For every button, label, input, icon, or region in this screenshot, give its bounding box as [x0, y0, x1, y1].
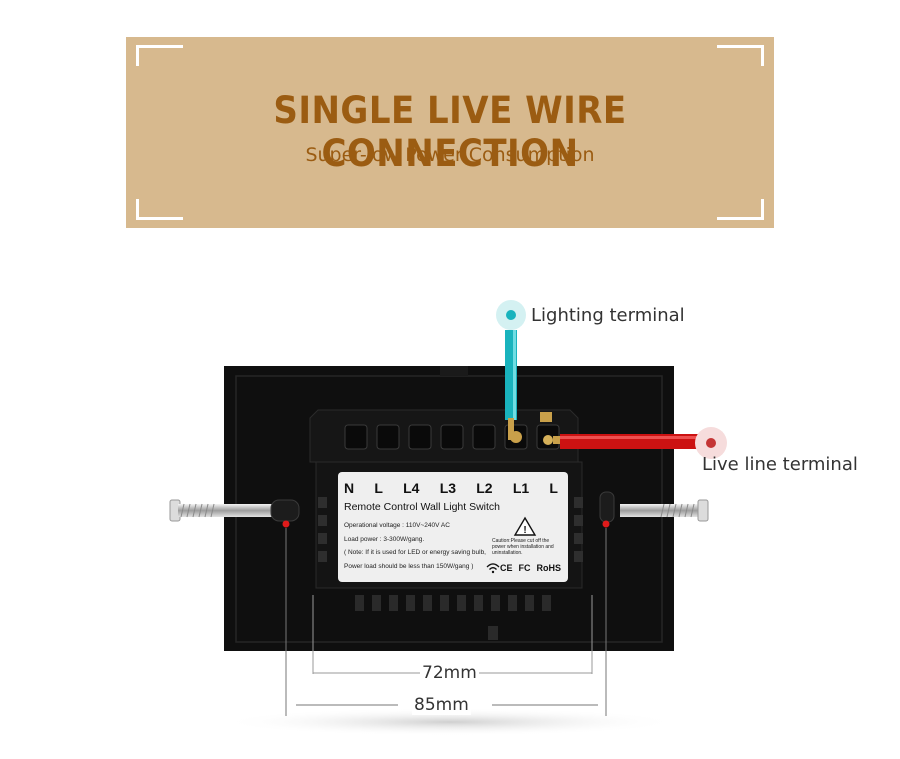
terminal-label-l-live: L — [549, 480, 558, 496]
warning-icon — [513, 516, 537, 536]
terminal-label-l4: L4 — [403, 480, 420, 496]
terminal-label-l2: L2 — [476, 480, 493, 496]
terminal-label-l: L — [374, 480, 383, 496]
plate-certifications: CE FC RoHS — [486, 563, 561, 573]
cert-rohs: RoHS — [536, 563, 562, 573]
corner-bracket-bottom-right — [717, 199, 764, 220]
terminal-label-l1: L1 — [512, 480, 530, 496]
spec-label-plate — [338, 472, 568, 582]
dimension-85mm — [285, 528, 607, 716]
right-screw-slot — [599, 491, 615, 523]
screw-terminals — [344, 424, 560, 450]
left-screw-slot — [270, 499, 300, 522]
corner-bracket-top-right — [717, 45, 764, 66]
plate-note-line2: Power load should be less than 150W/gang… — [344, 563, 474, 570]
live-wire — [553, 434, 710, 449]
wifi-icon-dot — [491, 570, 495, 574]
terminal-flag — [540, 412, 552, 422]
cert-fc: FC — [518, 563, 531, 573]
plate-bottom-notch — [488, 626, 498, 640]
terminal-labels: N L L4 L3 L2 L1 L — [344, 480, 558, 496]
left-hole-marker — [282, 520, 290, 528]
lighting-terminal-dot — [506, 310, 516, 320]
live-line-terminal-label: Live line terminal — [702, 454, 858, 475]
dimension-outer-label: 85mm — [412, 695, 471, 715]
plate-load-power: Load power : 3-300W/gang. — [344, 536, 425, 543]
header-banner: SINGLE LIVE WIRE CONNECTION Super-low Po… — [126, 37, 774, 228]
plate-note-line1: ( Note: If it is used for LED or energy … — [344, 549, 486, 556]
dimension-inner-label: 72mm — [420, 663, 479, 683]
plate-product-title: Remote Control Wall Light Switch — [344, 501, 501, 513]
cert-ce: CE — [500, 563, 513, 573]
live-terminal-dot — [706, 438, 716, 448]
plate-caution: Caution:Please cut off the power when in… — [492, 538, 554, 556]
l-terminal-screw — [543, 435, 553, 445]
bottom-vents — [355, 595, 551, 611]
floor-shadow — [220, 708, 680, 736]
right-hole-marker — [602, 520, 610, 528]
plate-operational-voltage: Operational voltage : 110V~240V AC — [344, 522, 450, 529]
warning-glyph: ! — [523, 525, 526, 536]
lighting-wire — [505, 330, 517, 440]
lighting-terminal-label: Lighting terminal — [531, 305, 685, 326]
right-mounting-screw — [620, 499, 709, 522]
banner-title: SINGLE LIVE WIRE CONNECTION — [273, 89, 627, 175]
left-vents — [318, 497, 327, 562]
terminal-label-l3: L3 — [439, 480, 457, 496]
corner-bracket-bottom-left — [136, 199, 183, 220]
terminal-label-n: N — [344, 480, 355, 496]
banner-subtitle: Super-low Power Consumption — [305, 144, 595, 166]
right-vents — [574, 497, 583, 562]
corner-bracket-top-left — [136, 45, 183, 66]
wifi-icon — [486, 563, 500, 570]
plate-top-notch — [440, 366, 468, 376]
left-mounting-screw — [169, 499, 276, 522]
